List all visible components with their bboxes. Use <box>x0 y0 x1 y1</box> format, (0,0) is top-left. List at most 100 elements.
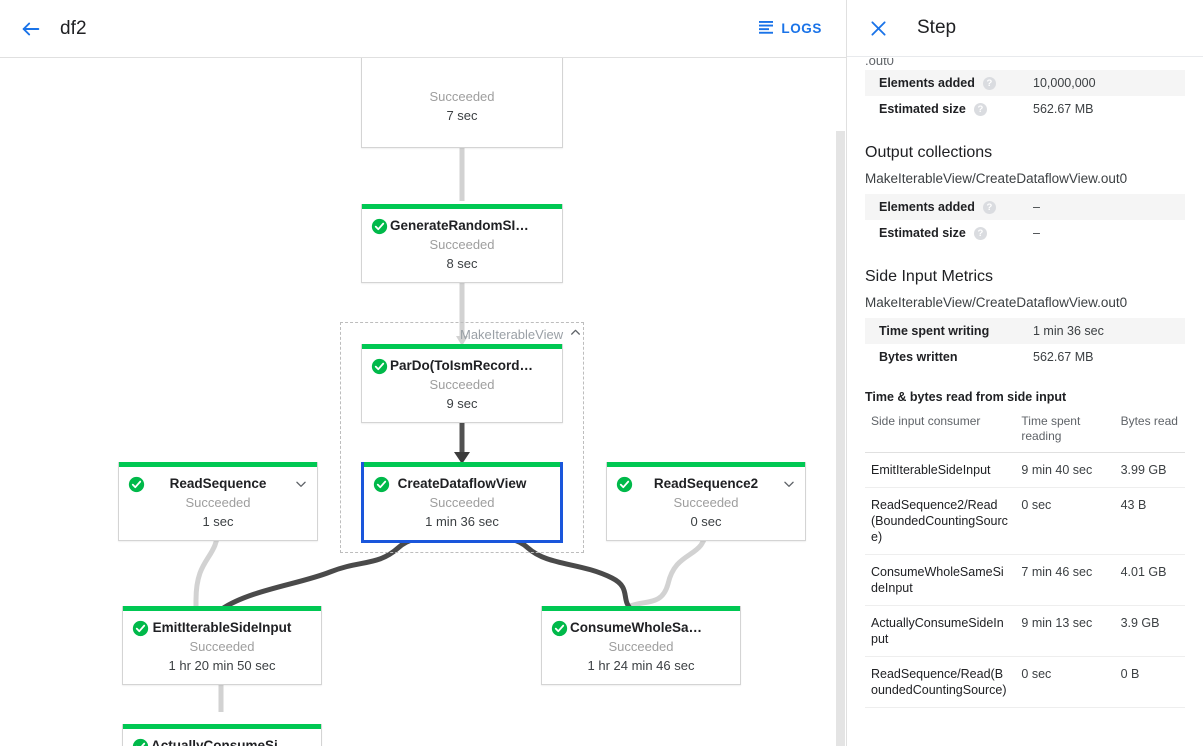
chevron-down-icon[interactable] <box>782 477 796 491</box>
node-status: Succeeded <box>189 639 255 654</box>
metric-label: Estimated size <box>879 226 966 240</box>
side-input-metrics-heading: Side Input Metrics <box>865 268 994 285</box>
node-status-bar <box>119 462 317 467</box>
node-title: GenerateRandomSIData <box>390 218 545 233</box>
cell-bytes: 43 B <box>1114 487 1185 555</box>
side-input-collection-name: MakeIterableView/CreateDataflowView.out0 <box>865 295 1128 310</box>
success-check-icon <box>132 738 149 746</box>
graph-vertical-scrollbar[interactable] <box>836 131 845 746</box>
output-collections-heading: Output collections <box>865 144 993 161</box>
cell-bytes: 0 B <box>1114 656 1185 708</box>
cell-bytes: 3.99 GB <box>1114 452 1185 488</box>
node-time: 1 hr 20 min 50 sec <box>168 658 276 673</box>
table-header-row: Side input consumer Time spent reading B… <box>865 408 1185 453</box>
metric-value: 562.67 MB <box>1033 350 1094 364</box>
node-time: 7 sec <box>446 108 478 123</box>
chevron-down-icon[interactable] <box>294 477 308 491</box>
logs-button[interactable]: LOGS <box>750 13 830 44</box>
column-header-time: Time spent reading <box>1015 408 1115 453</box>
graph-node-consume-whole-same-side-input[interactable]: ConsumeWholeSameSi… Succeeded 1 hr 24 mi… <box>541 606 741 685</box>
node-time: 1 sec <box>202 514 234 529</box>
help-icon[interactable]: ? <box>982 77 996 90</box>
help-icon[interactable]: ? <box>982 201 996 214</box>
table-row: Estimated size? 562.67 MB <box>865 96 1185 122</box>
metric-value: 1 min 36 sec <box>1033 324 1104 338</box>
node-status-bar <box>362 204 562 209</box>
app-topbar: df2 LOGS <box>0 0 846 58</box>
logs-button-label: LOGS <box>781 21 822 36</box>
node-title: EmitIterableSideInput <box>152 620 292 635</box>
metric-label: Time spent writing <box>879 324 990 338</box>
node-status: Succeeded <box>429 237 495 252</box>
graph-node-read-sequence[interactable]: ReadSequence Succeeded 1 sec <box>118 462 318 541</box>
side-input-read-table: Side input consumer Time spent reading B… <box>865 408 1185 708</box>
output-metrics-table: Elements added? – Estimated size? – <box>865 194 1185 246</box>
metric-label: Estimated size <box>879 102 966 116</box>
graph-node-read-sequence-2[interactable]: ReadSequence2 Succeeded 0 sec <box>606 462 806 541</box>
table-row: Time spent writing 1 min 36 sec <box>865 318 1185 344</box>
cell-consumer: ReadSequence/Read(BoundedCountingSource) <box>865 656 1016 708</box>
graph-node-create-dataflow-view[interactable]: CreateDataflowView Succeeded 1 min 36 se… <box>361 462 563 543</box>
output-collection-name: MakeIterableView/CreateDataflowView.out0 <box>865 171 1128 186</box>
graph-node-pardo-toismrecordfor[interactable]: ParDo(ToIsmRecordFor… Succeeded 9 sec <box>361 344 563 423</box>
step-panel-body[interactable]: .out0 Elements added? 10,000,000 Estimat… <box>847 58 1203 746</box>
metric-label: Elements added <box>879 76 975 90</box>
clipped-collection-name: .out0 <box>865 58 894 66</box>
cell-bytes: 4.01 GB <box>1114 554 1185 606</box>
success-check-icon <box>132 620 149 637</box>
node-time: 8 sec <box>446 256 478 271</box>
side-input-write-metrics-table: Time spent writing 1 min 36 sec Bytes wr… <box>865 318 1185 370</box>
node-status: Succeeded <box>429 89 495 104</box>
cell-time: 9 min 40 sec <box>1015 452 1115 488</box>
node-title: ParDo(ToIsmRecordFor… <box>390 358 552 373</box>
table-row: Estimated size? – <box>865 220 1185 246</box>
node-time: 1 hr 24 min 46 sec <box>587 658 695 673</box>
node-time: 1 min 36 sec <box>425 514 499 529</box>
graph-node-actually-consume-side-input[interactable]: ActuallyConsumeSideI… Succeeded 1 hr 12 … <box>122 724 322 746</box>
success-check-icon <box>371 358 388 375</box>
node-title: CreateDataflowView <box>397 476 527 491</box>
close-icon[interactable] <box>865 15 891 41</box>
success-check-icon <box>373 476 390 493</box>
composite-group-label[interactable]: MakeIterableView <box>460 326 582 342</box>
node-status: Succeeded <box>608 639 674 654</box>
graph-node-emit-iterable-side-input[interactable]: EmitIterableSideInput Succeeded 1 hr 20 … <box>122 606 322 685</box>
job-graph-pane: df2 LOGS <box>0 0 846 746</box>
help-icon[interactable]: ? <box>973 103 987 116</box>
table-row: ActuallyConsumeSideInput 9 min 13 sec 3.… <box>865 605 1185 657</box>
cell-consumer: EmitIterableSideInput <box>865 452 1016 488</box>
cell-consumer: ConsumeWholeSameSideInput <box>865 554 1016 606</box>
arrow-left-icon[interactable] <box>16 14 46 44</box>
metric-value: – <box>1033 200 1040 214</box>
metric-value: 562.67 MB <box>1033 102 1094 116</box>
logs-list-icon <box>758 19 774 38</box>
node-title: ActuallyConsumeSideI… <box>151 738 311 746</box>
help-icon[interactable]: ? <box>973 227 987 240</box>
metric-value: 10,000,000 <box>1033 76 1096 90</box>
chevron-up-icon[interactable] <box>569 326 582 342</box>
node-status-bar <box>542 606 740 611</box>
node-status-bar <box>364 462 560 467</box>
graph-canvas[interactable]: MakeIterableView Succeeded 7 sec <box>0 58 846 746</box>
node-status: Succeeded <box>429 495 495 510</box>
success-check-icon <box>128 476 145 493</box>
table-row: ConsumeWholeSameSideInput 7 min 46 sec 4… <box>865 554 1185 606</box>
table-row: Elements added? 10,000,000 <box>865 70 1185 96</box>
side-input-read-table-title: Time & bytes read from side input <box>865 390 1067 404</box>
node-status: Succeeded <box>429 377 495 392</box>
node-status-bar <box>123 724 321 729</box>
metric-label: Elements added <box>879 200 975 214</box>
column-header-bytes: Bytes read <box>1114 408 1185 453</box>
metric-label: Bytes written <box>879 350 958 364</box>
page-title: df2 <box>60 17 87 39</box>
metric-value: – <box>1033 226 1040 240</box>
input-metrics-table: Elements added? 10,000,000 Estimated siz… <box>865 70 1185 122</box>
composite-group-label-text: MakeIterableView <box>460 326 564 342</box>
cell-consumer: ActuallyConsumeSideInput <box>865 605 1016 657</box>
graph-node-generate-random-si-data[interactable]: GenerateRandomSIData Succeeded 8 sec <box>361 204 563 283</box>
node-status-bar <box>607 462 805 467</box>
cell-time: 0 sec <box>1015 656 1115 708</box>
node-title: ReadSequence <box>169 476 267 491</box>
graph-node-clipped-top[interactable]: Succeeded 7 sec <box>361 58 563 148</box>
